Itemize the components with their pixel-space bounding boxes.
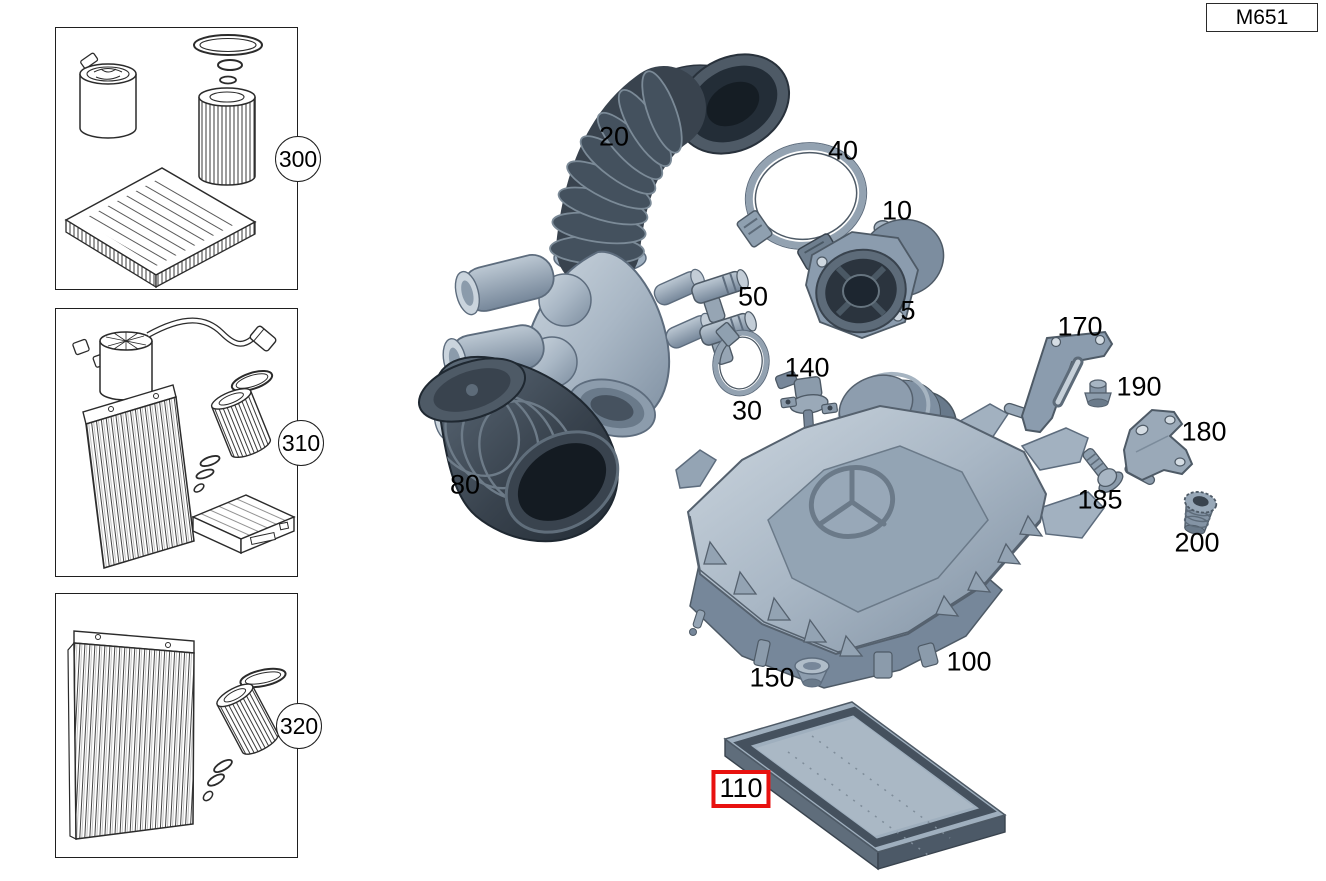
part-5-maf-sensor [797, 218, 945, 339]
thumbnail-300-art [64, 34, 263, 288]
part-100-air-filter-housing [675, 372, 1105, 689]
part-label-180[interactable]: 180 [1181, 416, 1227, 447]
thumbnail-group-320[interactable] [55, 593, 298, 858]
part-80-intake-duct-dark [417, 355, 620, 543]
part-label-40[interactable]: 40 [827, 135, 859, 166]
part-label-30[interactable]: 30 [731, 395, 763, 426]
thumbnail-badge-300-label: 300 [278, 145, 318, 172]
thumbnail-badge-310-label: 310 [281, 429, 321, 456]
part-label-5[interactable]: 5 [900, 295, 916, 326]
thumbnail-badge-320-label: 320 [279, 712, 319, 739]
part-label-20[interactable]: 20 [598, 121, 630, 152]
part-label-100[interactable]: 100 [946, 646, 992, 677]
part-185-screw [1082, 448, 1124, 494]
part-180-bracket-plate [1122, 408, 1194, 485]
thumbnail-320-art [67, 630, 287, 840]
engine-code-label: M651 [1235, 5, 1289, 29]
part-label-80[interactable]: 80 [449, 469, 481, 500]
thumbnail-group-300[interactable] [55, 27, 298, 290]
part-140-sensor [774, 370, 838, 433]
part-30-clamp [712, 321, 770, 397]
part-label-170[interactable]: 170 [1057, 311, 1103, 342]
part-110-air-filter-element [723, 701, 1007, 871]
part-150-rubber-mount [794, 657, 830, 688]
thumbnail-badge-320[interactable]: 320 [276, 703, 322, 749]
thumbnail-badge-310[interactable]: 310 [278, 420, 324, 466]
engine-code-box: M651 [1206, 3, 1318, 32]
thumbnail-310-art [72, 317, 296, 569]
part-label-150[interactable]: 150 [749, 662, 795, 693]
thumbnail-badge-300[interactable]: 300 [275, 136, 321, 182]
part-label-110[interactable]: 110 [711, 770, 771, 808]
part-label-190[interactable]: 190 [1116, 371, 1162, 402]
part-label-200[interactable]: 200 [1174, 527, 1220, 558]
part-190-grommet [1084, 379, 1112, 408]
part-200-bushing [1183, 491, 1218, 535]
part-170-bracket [1003, 330, 1114, 434]
thumbnail-group-310[interactable] [55, 308, 298, 577]
part-label-185[interactable]: 185 [1077, 484, 1123, 515]
part-label-10[interactable]: 10 [881, 195, 913, 226]
part-label-140[interactable]: 140 [784, 352, 830, 383]
part-label-50[interactable]: 50 [737, 281, 769, 312]
